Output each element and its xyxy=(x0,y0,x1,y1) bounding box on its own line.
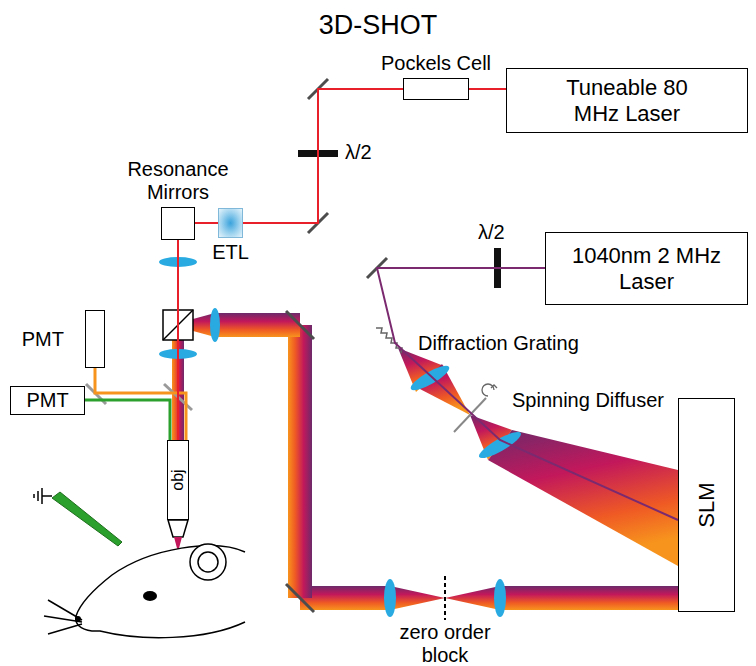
lenses xyxy=(159,257,524,617)
beam xyxy=(445,586,500,610)
annotation-label: Diffraction Grating xyxy=(418,332,579,355)
emission-path xyxy=(85,400,170,440)
zero-order-block xyxy=(444,576,446,620)
dichroic-mirrors xyxy=(86,384,192,410)
beam xyxy=(500,586,678,610)
mouse xyxy=(44,544,245,638)
beam xyxy=(288,325,312,598)
annotation-label: zero order block xyxy=(380,621,510,666)
laser-beam xyxy=(195,222,218,224)
annotation-label: λ/2 xyxy=(345,141,372,164)
ground-symbol xyxy=(34,488,52,504)
slm: SLM xyxy=(678,398,735,612)
pockels-cell: Pockels Cell xyxy=(403,78,469,100)
node-label: PMT xyxy=(22,328,64,351)
node-label: obj xyxy=(169,469,187,490)
pmt-detector: PMT xyxy=(10,386,85,415)
laser-box: 1040nm 2 MHz Laser xyxy=(545,232,748,305)
node-label: ETL xyxy=(212,241,249,264)
objective-tip xyxy=(168,520,188,537)
spin-icon xyxy=(491,385,497,388)
annotation-label: Spinning Diffuser xyxy=(512,389,664,412)
mouse-eye xyxy=(143,591,157,601)
node-label: SLM xyxy=(694,482,719,527)
node-label: PMT xyxy=(26,389,68,412)
diffraction-grating xyxy=(376,328,402,353)
diagram-title: 3D-SHOT xyxy=(0,10,756,41)
beam xyxy=(488,430,678,566)
beam xyxy=(390,586,445,610)
objective: obj xyxy=(167,440,189,520)
node-label: 1040nm 2 MHz Laser xyxy=(572,243,722,294)
annotation-label: λ/2 xyxy=(478,221,505,244)
beam xyxy=(215,313,300,337)
laser-box: Tuneable 80 MHz Laser xyxy=(506,68,748,133)
node-label: Pockels Cell xyxy=(381,52,491,75)
laser-beam xyxy=(177,240,179,440)
mirrors xyxy=(286,79,387,612)
spin-icon xyxy=(482,384,494,396)
electrode xyxy=(52,492,122,546)
node-label: Tuneable 80 MHz Laser xyxy=(552,75,702,126)
etl-lens: ETL xyxy=(218,208,243,238)
laser-beam xyxy=(469,88,506,90)
mouse-nose xyxy=(75,616,81,622)
pmt-detector: PMT xyxy=(85,310,105,368)
laser-beam xyxy=(377,268,678,520)
resonance-mirrors: Resonance Mirrors xyxy=(161,207,195,240)
emission-path xyxy=(95,368,186,440)
laser-beam xyxy=(243,89,403,223)
node-label: Resonance Mirrors xyxy=(118,158,238,204)
beam xyxy=(300,586,390,610)
